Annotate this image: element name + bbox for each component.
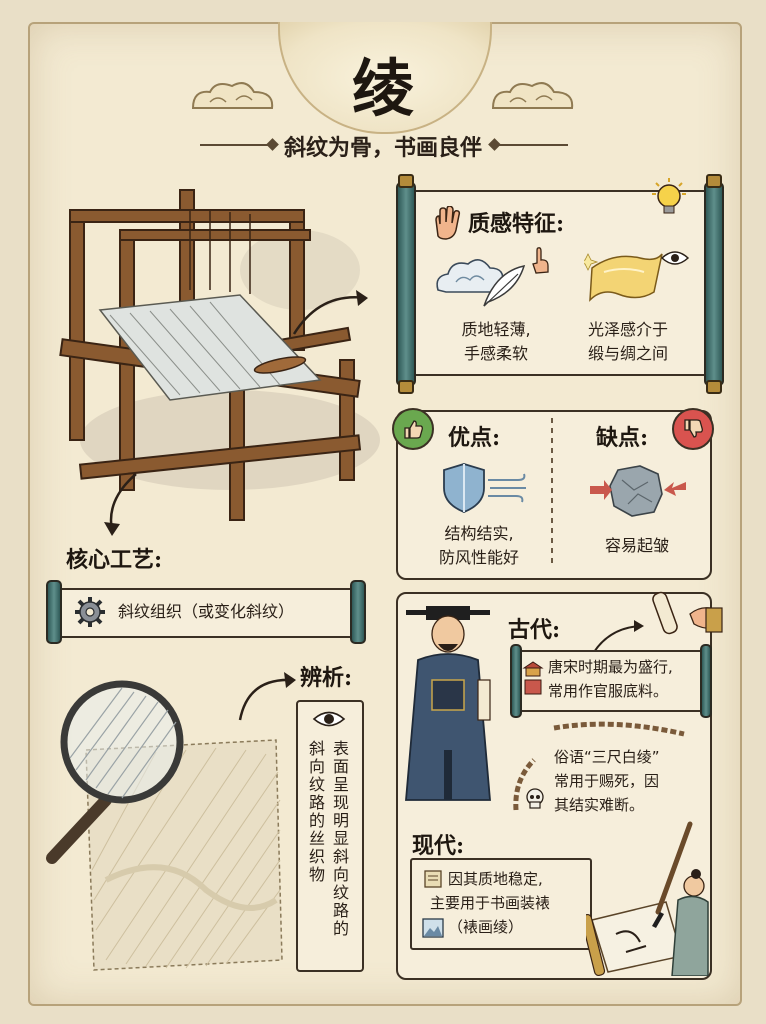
craft-rod-left xyxy=(46,580,62,644)
ancient-note1-line2: 常用作官服底料。 xyxy=(548,682,669,700)
eye-icon xyxy=(660,251,690,265)
subtitle-rule-right xyxy=(498,144,568,146)
cons-text: 容易起皱 xyxy=(604,536,669,555)
pros-cons-divider xyxy=(551,418,553,568)
texture-heading: 质感特征: xyxy=(468,211,565,237)
shield-wind-icon xyxy=(443,463,526,513)
craft-rod-right xyxy=(350,580,366,644)
modern-text-line2: 主要用于书画装裱 xyxy=(430,894,551,912)
gear-icon xyxy=(75,597,105,627)
hand-icon xyxy=(435,206,461,240)
official-illustration xyxy=(405,606,491,801)
analysis-column-1: 表面呈现明显斜向纹路的 xyxy=(332,739,349,938)
fabric-magnifier-illustration xyxy=(46,680,283,971)
skull-icon xyxy=(526,788,544,809)
cloud-ornament-right xyxy=(491,82,574,109)
pros-text-line2: 防风性能好 xyxy=(438,548,519,567)
modern-text-line3: （裱画绫） xyxy=(448,918,524,936)
craft-scroll-panel xyxy=(58,588,358,638)
craft-heading: 核心工艺: xyxy=(66,547,163,573)
painter-illustration xyxy=(586,821,709,976)
ancient-note2-line2: 常用于赐死，因 xyxy=(554,772,660,790)
analysis-heading: 辨析: xyxy=(300,665,353,691)
texture-item1-line2: 手感柔软 xyxy=(463,344,528,363)
texture-item1-line1: 质地轻薄, xyxy=(461,320,531,339)
texture-item2-line1: 光泽感介于 xyxy=(587,320,668,339)
silk-icon xyxy=(584,253,663,302)
temple-icon xyxy=(522,661,544,695)
feather-icon xyxy=(483,264,526,307)
modern-text-line1: 因其质地稳定, xyxy=(448,870,543,888)
scroll-knob-bottom-left xyxy=(398,380,414,394)
pros-text-line1: 结构结实, xyxy=(444,524,514,543)
scroll-icon xyxy=(424,870,442,888)
ancient-note1-line1: 唐宋时期最为盛行, xyxy=(548,658,673,676)
thumbs-up-icon xyxy=(392,408,434,450)
loom-illustration xyxy=(59,189,380,521)
page-title: 绫 xyxy=(351,52,414,125)
lightbulb-icon xyxy=(652,178,686,214)
rope-illustration xyxy=(513,721,685,811)
ancient-note2-line3: 其结实难断。 xyxy=(554,796,645,814)
texture-item2-line2: 缎与绸之间 xyxy=(587,344,668,363)
scroll-knob-top-left xyxy=(398,174,414,188)
scroll-rod-right xyxy=(704,182,724,386)
arrow-to-texture xyxy=(292,290,368,335)
ancient-note2-line1: 俗语“三尺白绫” xyxy=(554,748,660,766)
modern-heading: 现代: xyxy=(412,833,465,859)
subtitle-rule-left xyxy=(200,144,270,146)
analysis-text-panel xyxy=(296,700,364,972)
arrow-to-craft xyxy=(104,473,137,536)
pointer-hand-icon xyxy=(532,247,549,274)
scroll-rod-left xyxy=(396,182,416,386)
scroll-knob-bottom-right xyxy=(706,380,722,394)
subtitle-row: 斜纹为骨，书画良伴 xyxy=(0,130,766,161)
ancient-heading: 古代: xyxy=(508,617,561,643)
crumpled-cloth-icon xyxy=(590,465,686,517)
scroll-knob-top-right xyxy=(706,174,722,188)
cons-heading: 缺点: xyxy=(596,425,649,451)
page-subtitle: 斜纹为骨，书画良伴 xyxy=(283,135,482,161)
thumbs-down-icon xyxy=(672,408,714,450)
ancient-note1-rod-right xyxy=(700,644,712,718)
ancient-note1-rod-left xyxy=(510,644,522,718)
scroll-hand-icon xyxy=(652,591,723,635)
eye-icon xyxy=(312,711,346,727)
craft-text: 斜纹组织（或变化斜纹） xyxy=(118,602,295,621)
arrow-to-ancient-scroll xyxy=(593,620,644,653)
cloud-ornament-left xyxy=(191,82,274,109)
picture-icon xyxy=(422,918,444,938)
arrow-to-analysis xyxy=(238,672,296,721)
analysis-column-2: 斜向纹路的丝织物 xyxy=(308,739,325,884)
pros-heading: 优点: xyxy=(448,425,501,451)
